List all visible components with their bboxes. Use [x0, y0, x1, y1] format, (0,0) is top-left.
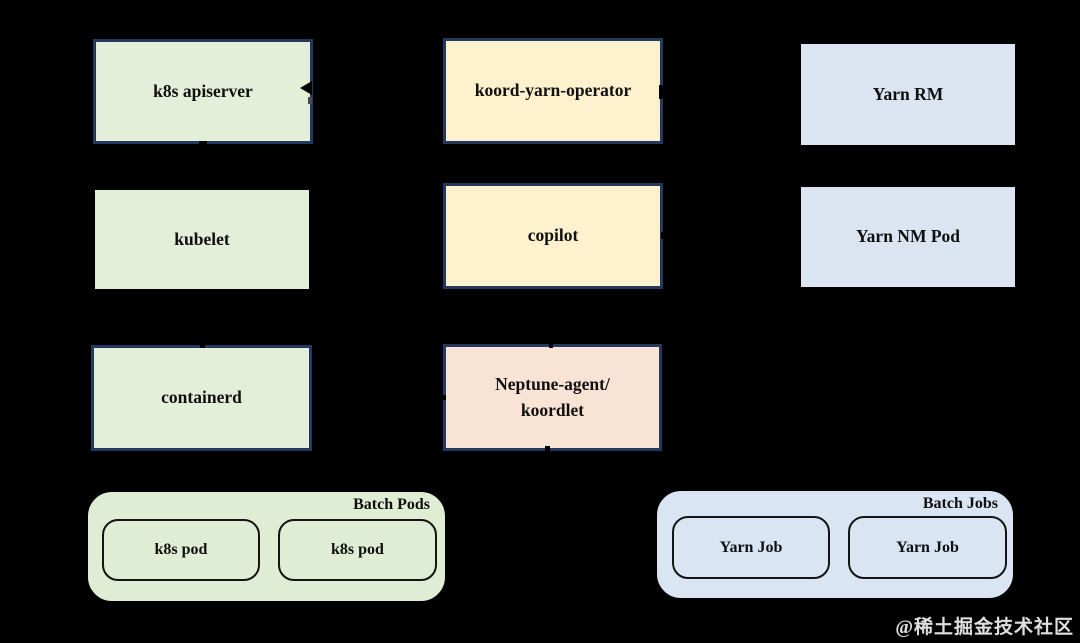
node-containerd: containerd [91, 345, 312, 451]
node-kubelet: kubelet [93, 188, 311, 291]
chip-yarn-job-1: Yarn Job [672, 516, 830, 579]
arrow-remnant-apiserver-bottom [199, 141, 207, 146]
group-batch-jobs: Batch Jobs Yarn Job Yarn Job [655, 489, 1015, 600]
arrow-remnant-neptune-bottom [545, 446, 550, 451]
node-neptune-agent-koordlet: Neptune-agent/ koordlet [443, 344, 662, 451]
node-yarn-nm-pod: Yarn NM Pod [799, 185, 1017, 289]
node-copilot: copilot [443, 183, 663, 289]
chip-yarn-job-2: Yarn Job [848, 516, 1007, 579]
group-batch-pods-title: Batch Pods [353, 496, 430, 513]
chip-k8s-pod-1: k8s pod [102, 519, 260, 581]
group-batch-pods: Batch Pods k8s pod k8s pod [86, 490, 447, 603]
arrow-remnant-apiserver-right [308, 97, 312, 104]
chip-k8s-pod-2: k8s pod [278, 519, 437, 581]
arrow-remnant-containerd-top [200, 343, 205, 348]
arrow-remnant-copilot-right [661, 232, 665, 239]
arrow-remnant-koord-right [659, 85, 663, 99]
watermark-juejin: @稀土掘金技术社区 [895, 617, 1074, 638]
node-koord-yarn-operator: koord-yarn-operator [443, 38, 663, 144]
node-yarn-rm: Yarn RM [799, 42, 1017, 147]
arrow-remnant-neptune-left [437, 395, 446, 400]
group-batch-jobs-title: Batch Jobs [922, 495, 998, 512]
arrow-remnant-neptune-top [549, 342, 553, 348]
node-k8s-apiserver: k8s apiserver [93, 39, 313, 144]
arrowhead-left-icon [300, 81, 312, 95]
